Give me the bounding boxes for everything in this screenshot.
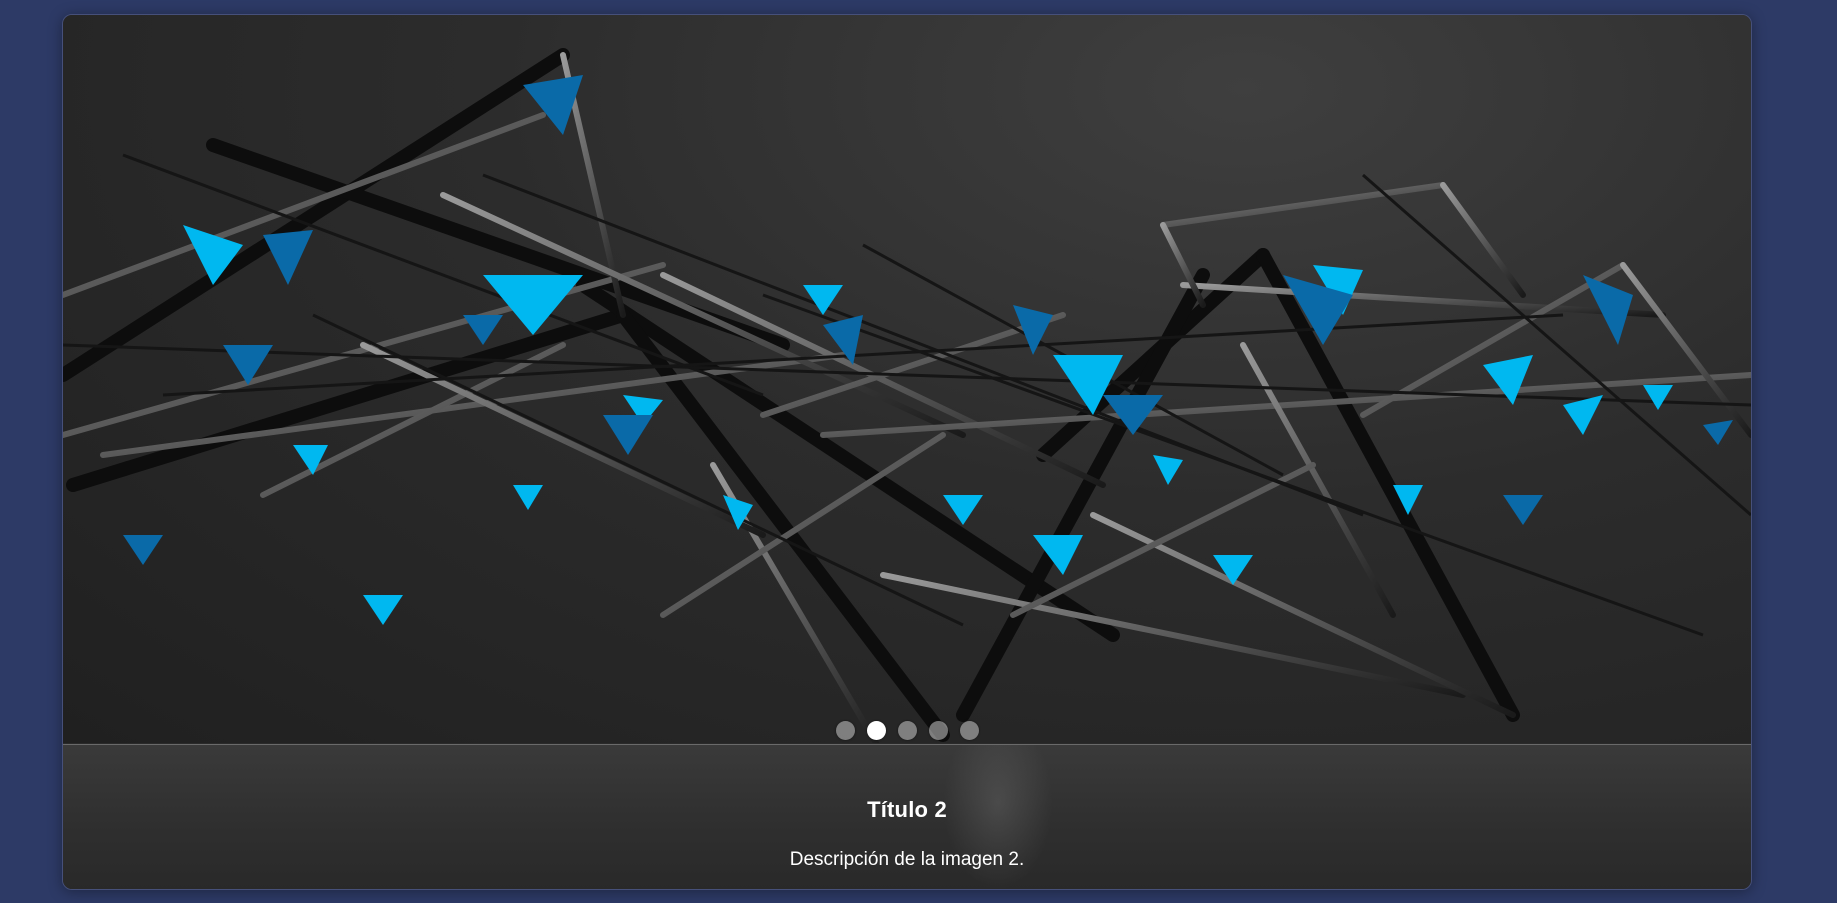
caption-glow <box>943 745 1053 889</box>
slide-image <box>63 15 1751 743</box>
indicator-dot-1[interactable] <box>835 721 855 740</box>
slide-description: Descripción de la imagen 2. <box>789 849 1025 870</box>
indicator-dot-5[interactable] <box>959 721 979 740</box>
image-carousel[interactable]: Título 2 Descripción de la imagen 2. <box>62 14 1752 890</box>
slide-title: Título 2 <box>867 797 947 822</box>
indicator-dot-3[interactable] <box>897 721 917 740</box>
indicator-dot-4[interactable] <box>928 721 948 740</box>
slide-caption: Título 2 Descripción de la imagen 2. <box>63 744 1751 889</box>
indicator-dot-2[interactable] <box>866 721 886 740</box>
carousel-indicators <box>63 721 1751 741</box>
